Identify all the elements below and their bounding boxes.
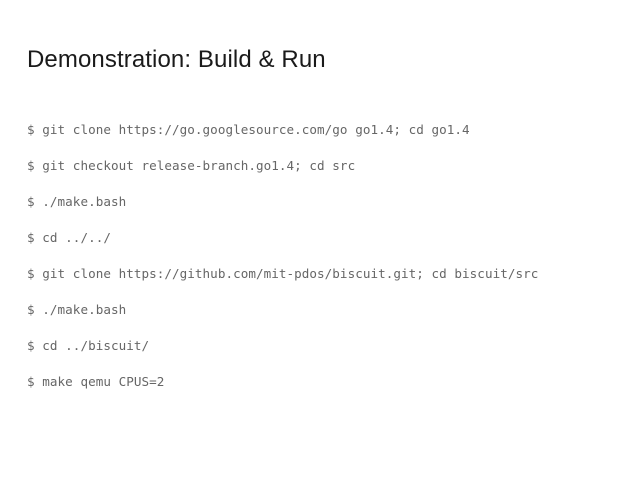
command-line: $ ./make.bash <box>27 184 627 220</box>
command-list: $ git clone https://go.googlesource.com/… <box>27 112 627 400</box>
command-text: git clone https://github.com/mit-pdos/bi… <box>42 266 539 281</box>
prompt-sigil: $ <box>27 302 35 317</box>
command-line: $ cd ../../ <box>27 220 627 256</box>
command-line: $ git clone https://github.com/mit-pdos/… <box>27 256 627 292</box>
prompt-sigil: $ <box>27 338 35 353</box>
prompt-sigil: $ <box>27 374 35 389</box>
prompt-sigil: $ <box>27 230 35 245</box>
prompt-sigil: $ <box>27 158 35 173</box>
command-line: $ cd ../biscuit/ <box>27 328 627 364</box>
command-text: ./make.bash <box>42 302 127 317</box>
command-line: $ git checkout release-branch.go1.4; cd … <box>27 148 627 184</box>
prompt-sigil: $ <box>27 266 35 281</box>
command-text: make qemu CPUS=2 <box>42 374 165 389</box>
command-text: cd ../biscuit/ <box>42 338 150 353</box>
command-text: ./make.bash <box>42 194 127 209</box>
command-text: git checkout release-branch.go1.4; cd sr… <box>42 158 356 173</box>
command-text: cd ../../ <box>42 230 111 245</box>
command-line: $ make qemu CPUS=2 <box>27 364 627 400</box>
prompt-sigil: $ <box>27 194 35 209</box>
prompt-sigil: $ <box>27 122 35 137</box>
command-line: $ git clone https://go.googlesource.com/… <box>27 112 627 148</box>
command-line: $ ./make.bash <box>27 292 627 328</box>
command-text: git clone https://go.googlesource.com/go… <box>42 122 470 137</box>
page-title: Demonstration: Build & Run <box>27 46 326 73</box>
